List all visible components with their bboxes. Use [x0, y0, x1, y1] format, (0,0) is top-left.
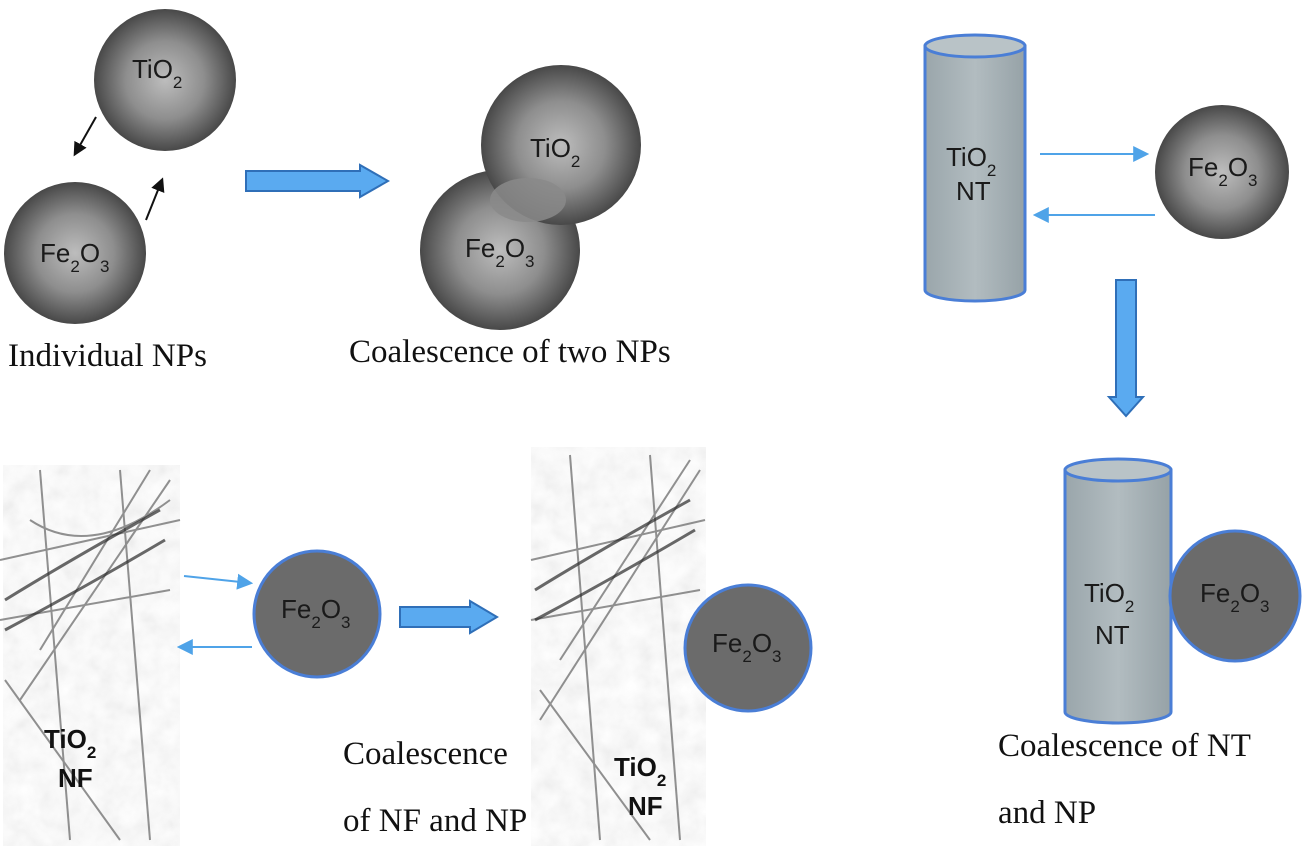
attraction-arrow-down: [73, 116, 97, 157]
fe2o3-label-nt-top: Fe2O3: [1188, 152, 1258, 190]
caption-coalescence-nt-line1: Coalescence of NT: [998, 728, 1251, 764]
caption-coalescence-nt-line2: and NP: [998, 795, 1097, 831]
fe2o3-sphere-nt-bottom: [1168, 529, 1302, 663]
nanofiber-right-group: TiO2 NF Fe2O3: [530, 447, 813, 846]
caption-coalescence-nf-line2: of NF and NP: [343, 803, 528, 839]
nanotube-bottom-group: TiO2 NT Fe2O3: [1063, 457, 1302, 725]
fe2o3-sphere-nf-left: [252, 549, 382, 679]
caption-individual-nps: Individual NPs: [8, 338, 207, 374]
tio2-label-nf-left: TiO2: [44, 724, 96, 762]
nanotube-top-group: TiO2 NT Fe2O3: [923, 33, 1289, 303]
caption-coalescence-nf-line1: Coalescence: [343, 736, 508, 772]
process-arrow-bottom: [399, 599, 499, 635]
nanofiber-dark-band-right: [534, 498, 696, 622]
fe2o3-label-individual: Fe2O3: [40, 238, 110, 276]
attraction-arrow-up: [145, 177, 165, 221]
fe2o3-label-nt-bottom: Fe2O3: [1200, 578, 1270, 616]
coalesced-nps-group: TiO2 Fe2O3: [420, 65, 641, 330]
fe2o3-label-nf-right: Fe2O3: [712, 628, 782, 666]
tio2-label-nf-right: TiO2: [614, 752, 666, 790]
nt-label-top: NT: [956, 176, 991, 206]
fe2o3-sphere-nf-right: [683, 583, 813, 713]
individual-nps-group: TiO2 Fe2O3: [4, 9, 236, 324]
fe2o3-label-nf-left: Fe2O3: [281, 594, 351, 632]
coalescence-neck: [490, 178, 566, 222]
nanotube-bottom-cap: [1063, 457, 1173, 483]
nanofiber-dark-band-left: [4, 508, 166, 632]
nanotube-top-cap: [923, 33, 1027, 59]
fe2o3-label-coalesced: Fe2O3: [465, 233, 535, 271]
nt-label-bottom: NT: [1095, 620, 1130, 650]
tio2-label-nt-top: TiO2: [946, 142, 996, 180]
caption-coalescence-two-nps: Coalescence of two NPs: [349, 334, 671, 370]
nanofiber-image-right: [531, 447, 706, 846]
process-arrow-down: [1106, 279, 1146, 418]
fe2o3-sphere-individual: [4, 182, 146, 324]
nanofiber-image-left: [3, 465, 180, 846]
thin-arrow-to-np-nf: [183, 573, 254, 590]
tio2-label-nt-bottom: TiO2: [1084, 578, 1134, 616]
nf-label-left: NF: [58, 763, 93, 793]
nanotube-body-bottom: [1063, 468, 1173, 725]
fe2o3-sphere-nt-top: [1155, 105, 1289, 239]
nanotube-body-top: [923, 44, 1027, 303]
tio2-label-coalesced: TiO2: [530, 133, 580, 171]
tio2-sphere-individual: [94, 9, 236, 151]
nanofiber-left-group: TiO2 NF Fe2O3: [0, 465, 382, 846]
process-arrow-top: [245, 163, 391, 199]
nf-label-right: NF: [628, 791, 663, 821]
tio2-label-individual: TiO2: [132, 54, 182, 92]
